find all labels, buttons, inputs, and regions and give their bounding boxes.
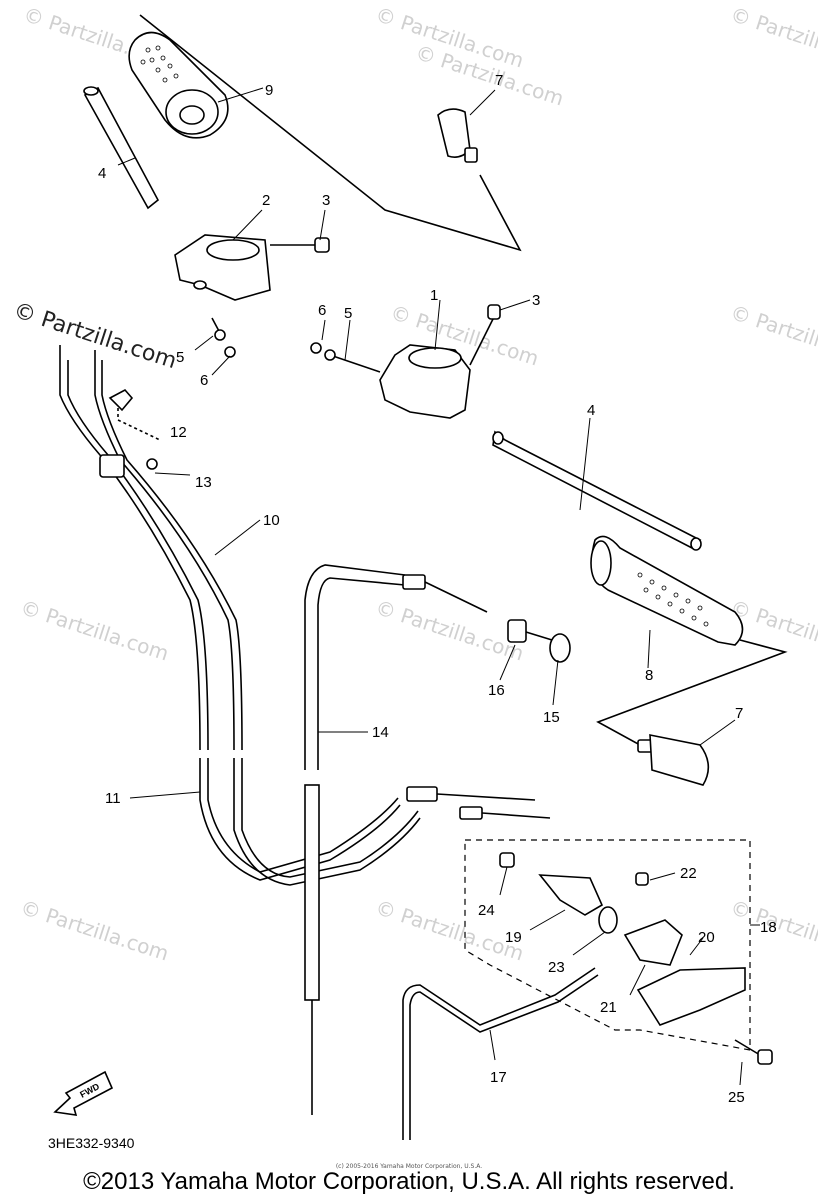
copyright-notice: ©2013 Yamaha Motor Corporation, U.S.A. A…: [83, 1168, 735, 1195]
part-label-7b: 7: [735, 705, 743, 722]
throttle-cables: [59, 345, 551, 886]
part-label-22: 22: [680, 865, 697, 882]
assembly-bracket-line-right: [596, 639, 788, 746]
screw-13: [146, 458, 158, 470]
part-label-6: 6: [318, 302, 326, 319]
part-label-4b: 4: [587, 402, 595, 419]
handle-pipe-right: [492, 430, 702, 551]
part-label-6b: 6: [200, 372, 208, 389]
small-credit: (c) 2005-2016 Yamaha Motor Corporation, …: [335, 1163, 483, 1170]
part-label-10: 10: [263, 512, 280, 529]
bolt-24: [499, 852, 515, 868]
part-label-14: 14: [372, 724, 389, 741]
part-label-25: 25: [728, 1089, 745, 1106]
cable-17: [402, 967, 599, 1140]
part-label-5b: 5: [176, 349, 184, 366]
bar-end-weight-top: [437, 108, 478, 163]
diagram-code: 3HE332-9340: [48, 1135, 135, 1151]
handle-holder-right: [379, 344, 471, 419]
bar-end-weight-bottom: [637, 734, 710, 786]
part-label-3: 3: [322, 192, 330, 209]
screw-left: [270, 237, 330, 253]
bracket-20: [636, 967, 746, 1026]
part-label-1: 1: [430, 287, 438, 304]
screw-5-left: [211, 317, 226, 341]
bolt-22: [635, 872, 649, 886]
part-label-11: 11: [105, 790, 121, 807]
handle-pipe-left: [83, 86, 160, 210]
grip-right: [590, 535, 744, 646]
part-label-2: 2: [262, 192, 270, 209]
part-label-16: 16: [488, 682, 505, 699]
adjuster-16: [507, 619, 553, 643]
leader-12: [117, 408, 161, 441]
assembly-bracket-line: [139, 14, 522, 252]
handle-holder-left: [174, 234, 271, 301]
part-label-19: 19: [505, 929, 522, 946]
throttle-grip: [128, 31, 229, 139]
bolt-25: [734, 1039, 773, 1065]
part-label-7: 7: [495, 72, 503, 89]
part-label-4: 4: [98, 165, 106, 182]
part-label-3b: 3: [532, 292, 540, 309]
fwd-arrow-icon: FWD: [53, 1070, 114, 1116]
part-label-24: 24: [478, 902, 495, 919]
part-label-15: 15: [543, 709, 560, 726]
part-label-21: 21: [600, 999, 617, 1016]
screw-5-right: [324, 349, 381, 373]
bracket-21: [623, 919, 683, 966]
part-label-13: 13: [195, 474, 212, 491]
cable-14: [304, 564, 488, 1115]
assembly-box-18: [464, 839, 751, 1051]
locknut-15: [549, 633, 571, 663]
leader-lines: [117, 87, 760, 1086]
screw-3-right: [469, 304, 501, 366]
part-label-17: 17: [490, 1069, 507, 1086]
part-label-8: 8: [645, 667, 653, 684]
part-label-20: 20: [698, 929, 715, 946]
washer-23: [598, 906, 618, 934]
nut-6-left: [224, 346, 236, 358]
part-label-5: 5: [344, 305, 352, 322]
cable-guide-12: [108, 388, 134, 412]
part-label-23: 23: [548, 959, 565, 976]
nut-6-right: [310, 342, 322, 354]
lever-19: [538, 874, 604, 916]
part-label-9: 9: [265, 82, 273, 99]
part-label-12: 12: [170, 424, 187, 441]
part-label-18: 18: [760, 919, 777, 936]
